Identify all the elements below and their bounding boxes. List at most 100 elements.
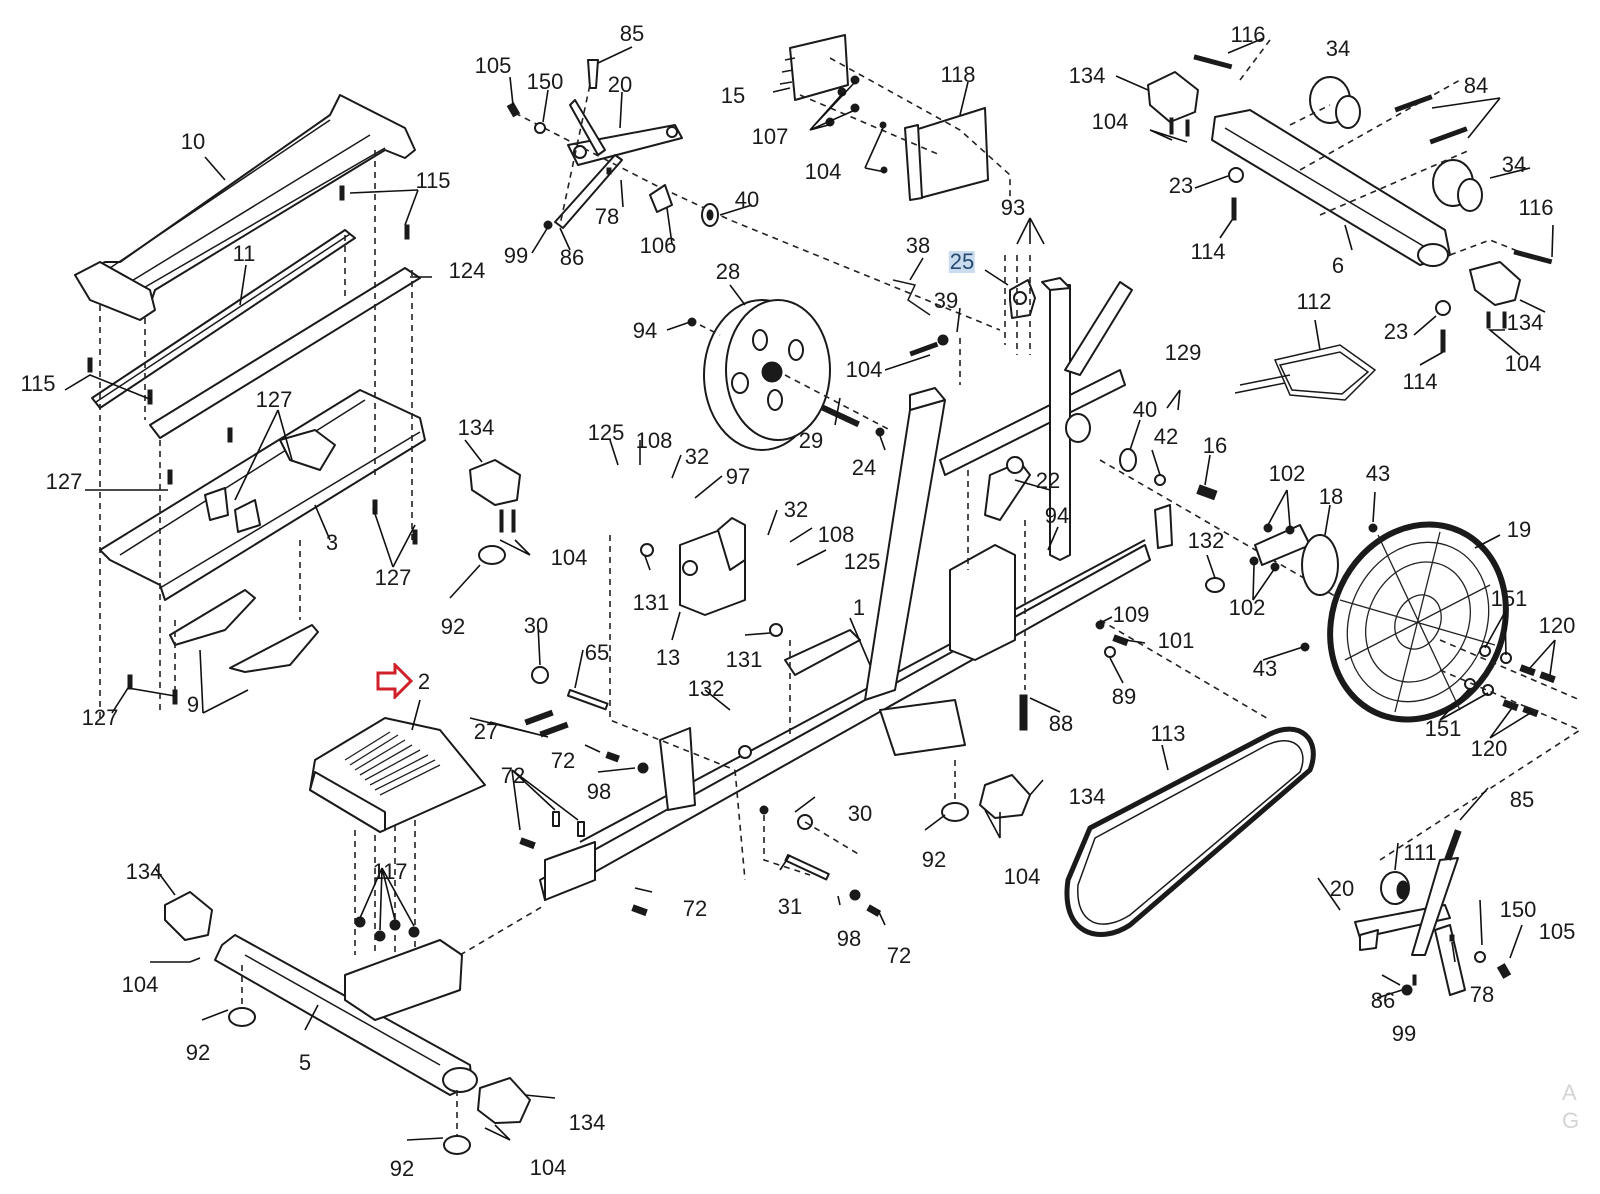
label-150: 150 [1499,897,1537,922]
label-120: 120 [1470,736,1508,761]
part-118-bracket [799,57,1011,205]
label-18: 18 [1318,484,1344,509]
label-125: 125 [587,420,625,445]
label-132: 132 [1187,528,1225,553]
label-40: 40 [1132,397,1158,422]
label-127: 127 [255,387,293,412]
label-9: 9 [186,692,200,717]
part-117-screws [354,916,420,942]
part-113-drive-belt [1064,726,1316,937]
label-2: 2 [417,669,431,694]
label-94: 94 [632,318,658,343]
label-117: 117 [372,859,408,884]
part-20-link-arm-bottom [1354,829,1512,996]
label-120: 120 [1538,613,1576,638]
fasteners-151-120 [1379,639,1582,861]
label-134: 134 [1068,784,1106,809]
label-104: 104 [529,1155,567,1180]
label-13: 13 [655,645,681,670]
part-92-leveling-feet [228,545,969,1155]
part-38-39-wire [892,279,961,385]
label-102: 102 [1228,595,1266,620]
part-134-end-caps-bottom [164,774,1031,1124]
label-124: 124 [448,258,486,283]
screws-left [87,185,418,705]
part-3-frame [99,389,426,601]
label-6: 6 [1331,253,1345,278]
label-32: 32 [684,444,710,469]
label-108: 108 [817,522,855,547]
part-15-control-board [779,34,849,101]
label-134: 134 [568,1110,606,1135]
part-20-link-arm-top [514,74,1001,331]
label-105: 105 [474,53,512,78]
label-19: 19 [1506,517,1532,542]
part-19-flywheel [1300,521,1509,723]
label-99: 99 [1391,1021,1417,1046]
label-23: 23 [1168,173,1194,198]
label-22: 22 [1035,468,1061,493]
label-43: 43 [1365,461,1391,486]
label-98: 98 [586,779,612,804]
label-10: 10 [180,129,206,154]
label-30: 30 [847,801,873,826]
label-86: 86 [559,245,585,270]
label-151: 151 [1424,716,1462,741]
watermark-text: G [1562,1108,1580,1133]
label-78: 78 [1469,982,1495,1007]
label-116: 116 [1230,22,1266,47]
label-39: 39 [933,288,959,313]
label-151: 151 [1490,586,1528,611]
label-43: 43 [1252,656,1278,681]
label-94: 94 [1044,503,1070,528]
label-24: 24 [851,455,877,480]
label-85: 85 [1509,787,1535,812]
label-104: 104 [550,545,588,570]
part-22-idler-arm [949,456,1031,690]
label-98: 98 [836,926,862,951]
label-134: 134 [1506,310,1544,335]
label-72: 72 [886,943,912,968]
label-113: 113 [1150,721,1186,746]
label-78: 78 [594,204,620,229]
leader-lines [64,37,1556,1141]
label-88: 88 [1048,711,1074,736]
label-34: 34 [1501,152,1527,177]
label-34: 34 [1325,36,1351,61]
part-34-rollers [1309,76,1483,212]
label-134: 134 [125,859,163,884]
label-93: 93 [1000,195,1026,220]
label-107: 107 [751,124,789,149]
label-38: 38 [905,233,931,258]
label-16: 16 [1202,433,1228,458]
part-11-rail [91,229,356,409]
right-arrow-outline-icon [376,663,414,699]
label-118: 118 [940,62,976,87]
label-23: 23 [1383,319,1409,344]
part-134-end-cap-mid [469,459,521,533]
label-104: 104 [1504,351,1542,376]
label-31: 31 [777,894,803,919]
label-134: 134 [1068,63,1106,88]
label-104: 104 [804,159,842,184]
label-65: 65 [584,640,610,665]
label-111: 111 [1403,840,1437,865]
label-115: 115 [415,168,451,193]
label-106: 106 [639,233,677,258]
label-129: 129 [1164,340,1202,365]
label-28: 28 [715,259,741,284]
watermark-text: A [1562,1080,1577,1105]
label-20: 20 [607,72,633,97]
label-86: 86 [1370,988,1396,1013]
label-72: 72 [500,763,526,788]
part-2-step-cover [309,717,486,955]
label-42: 42 [1153,424,1179,449]
label-92: 92 [389,1156,415,1181]
label-101: 101 [1157,628,1195,653]
label-131: 131 [725,647,763,672]
label-134: 134 [457,415,495,440]
label-150: 150 [526,69,564,94]
part-5-stabilizer [214,904,546,1096]
label-131: 131 [632,590,670,615]
